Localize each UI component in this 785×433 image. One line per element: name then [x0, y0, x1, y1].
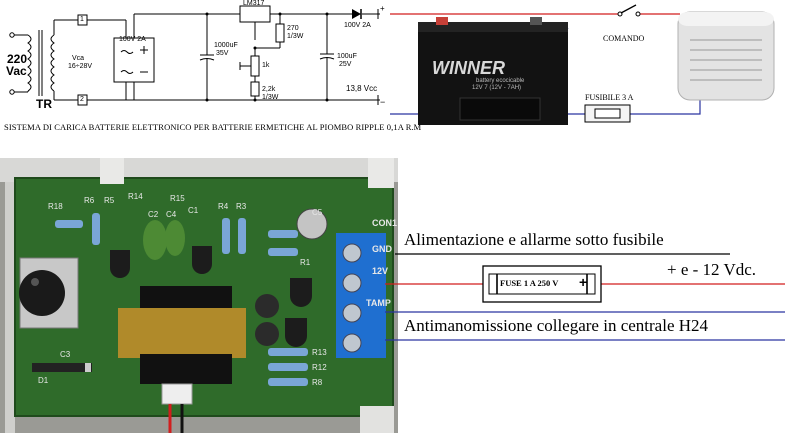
- secondary-label-2: 16÷28V: [68, 63, 93, 70]
- r2-label-2: 1/3W: [262, 94, 279, 101]
- fuse-holder-label: FUSIBILE 3 A: [585, 93, 634, 102]
- pcb-label: R8: [312, 378, 323, 387]
- power-line-label: Alimentazione e allarme sotto fusibile: [404, 230, 664, 249]
- battery-wiring: [390, 4, 775, 125]
- battery-line-1: battery ecocicable: [476, 78, 525, 84]
- input-voltage-label: 220: [7, 52, 28, 66]
- svg-text:+: +: [380, 4, 385, 13]
- pcb-label: R15: [170, 194, 185, 203]
- pot-label: 1k: [262, 62, 270, 69]
- annotation-wiring: [385, 253, 785, 341]
- cap2-label-1: 100uF: [337, 53, 357, 60]
- pcb-label: R18: [48, 202, 63, 211]
- voltage-label: + e - 12 Vdc.: [667, 260, 757, 279]
- terminal-12v-label: 12V: [372, 266, 389, 276]
- cap1-label-1: 1000uF: [214, 42, 238, 49]
- svg-text:−: −: [380, 97, 385, 107]
- diode-label: 100V 2A: [344, 22, 371, 29]
- fuse-plus-icon: +: [579, 274, 588, 290]
- cap2-label-2: 25V: [339, 61, 352, 68]
- schematic-caption: SISTEMA DI CARICA BATTERIE ELETTRONICO P…: [4, 122, 422, 132]
- r1-label-1: 270: [287, 25, 299, 32]
- pcb-label: C2: [148, 210, 159, 219]
- switch-label: COMANDO: [603, 34, 645, 43]
- pcb-label: C3: [60, 350, 71, 359]
- transformer-label: TR: [36, 97, 52, 111]
- alarm-pcb-photo: R18 R6 R14 R5 R15 C1 C2 C3 C4 R4 R3 R1 R…: [0, 158, 398, 433]
- r2-label-1: 2,2k: [262, 86, 276, 93]
- regulator-label: LM317: [243, 0, 265, 7]
- r1-label-2: 1/3W: [287, 33, 304, 40]
- pcb-label: C1: [188, 206, 199, 215]
- pcb-label: C5: [312, 208, 323, 217]
- output-voltage-label: 13,8 Vcc: [346, 84, 378, 93]
- charger-schematic: + −: [9, 4, 385, 107]
- pcb-label: R5: [104, 196, 115, 205]
- battery-line-2: 12V 7 (12V - 7AH): [472, 85, 522, 91]
- pcb-label: R4: [218, 202, 229, 211]
- input-unit-label: Vac: [6, 64, 27, 78]
- terminal-tamp-label: TAMP: [366, 298, 391, 308]
- tamper-line-label: Antimanomissione collegare in centrale H…: [404, 316, 709, 335]
- terminal-block-label: CON1: [372, 218, 398, 228]
- pcb-illustration: [0, 158, 398, 433]
- bridge-label: 100V 2A: [119, 36, 146, 43]
- cap1-label-2: 35V: [216, 50, 229, 57]
- terminal-gnd-label: GND: [372, 244, 392, 254]
- pcb-label: D1: [38, 376, 49, 385]
- pcb-label: R6: [84, 196, 95, 205]
- pcb-label: R3: [236, 202, 247, 211]
- pcb-label: R14: [128, 192, 143, 201]
- terminal-1-label: 1: [80, 16, 84, 23]
- pcb-label: R13: [312, 348, 327, 357]
- pcb-label: R12: [312, 363, 327, 372]
- pcb-label: C4: [166, 210, 177, 219]
- terminal-2-label: 2: [80, 96, 84, 103]
- battery-brand: WINNER: [432, 58, 505, 78]
- secondary-label-1: Vca: [72, 55, 85, 62]
- pcb-label: R1: [300, 258, 311, 267]
- fuse-label: FUSE 1 A 250 V: [500, 278, 559, 288]
